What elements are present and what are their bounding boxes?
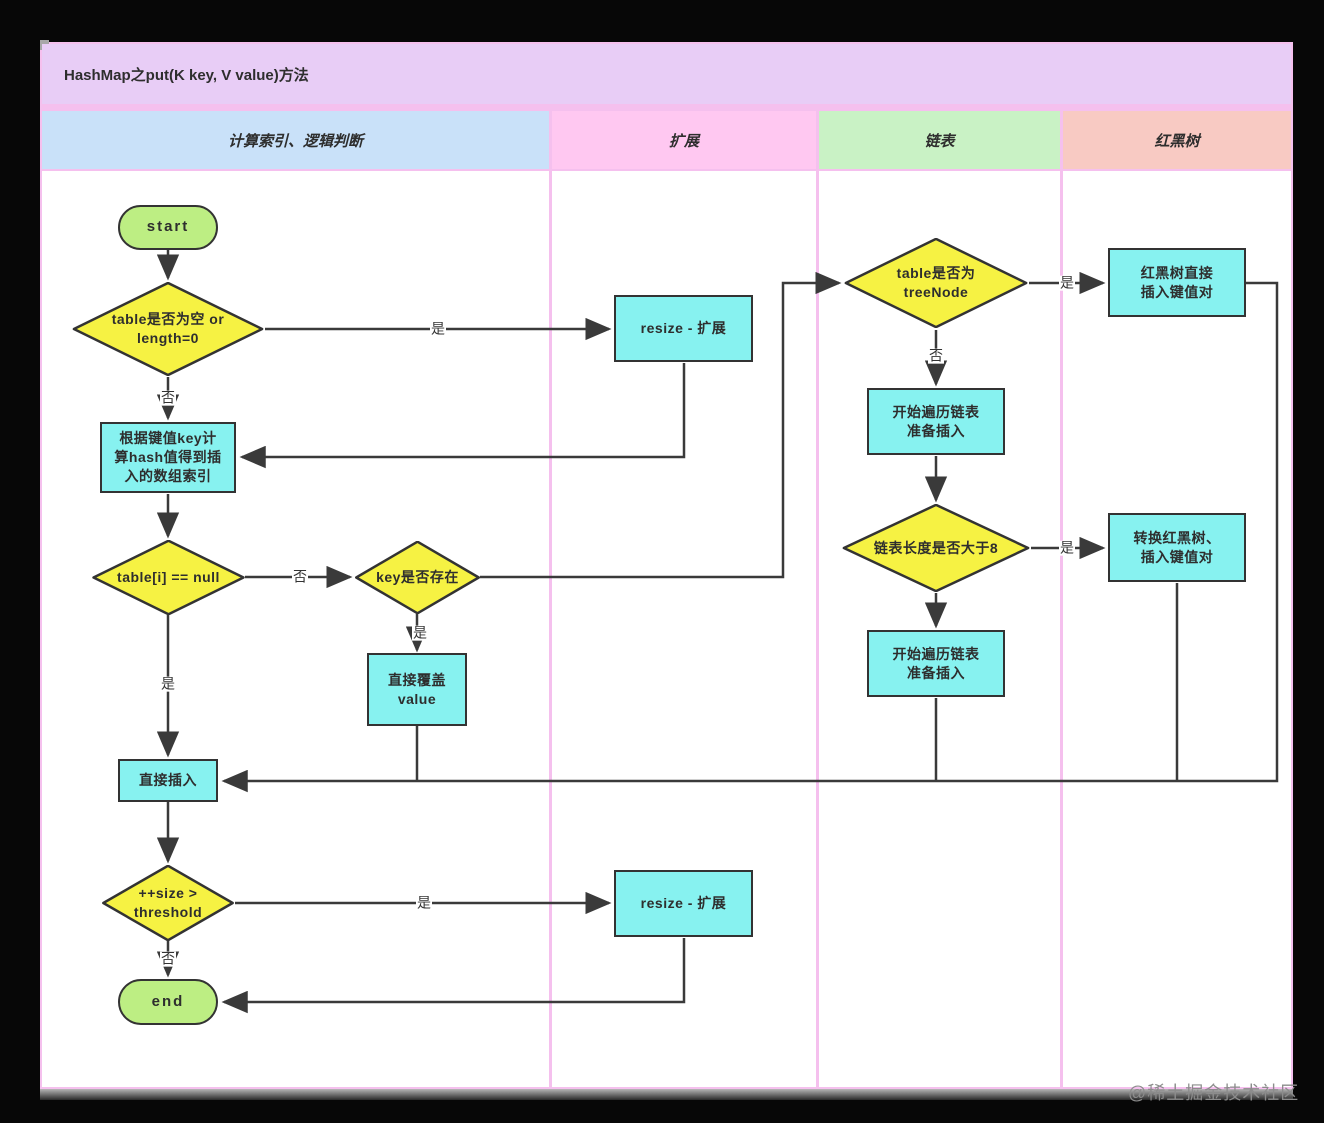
lane-header-label: 红黑树 [1154,132,1200,150]
diamond-shape [92,540,245,615]
node-check-key-exists: key是否存在 [355,541,480,614]
node-direct-insert-label: 直接插入 [139,772,197,789]
node-overwrite-value: 直接覆盖 value [367,653,467,726]
edge-label-no-null-to-keyexists: 否 [292,568,308,585]
node-resize-bottom: resize - 扩展 [614,870,753,937]
node-direct-insert: 直接插入 [118,759,218,802]
edge-label-yes-null-to-insert: 是 [160,675,176,692]
node-end: end [118,979,218,1025]
node-overwrite-value-label: 直接覆盖 value [388,671,446,707]
node-start-label: start [146,218,190,236]
lane-header-resize: 扩展 [552,111,816,169]
node-check-list-length: 链表长度是否大于8 [842,504,1030,592]
node-rbt-direct-insert: 红黑树直接 插入键值对 [1108,248,1246,317]
node-check-list-length-label: 链表长度是否大于8 [873,539,999,556]
node-traverse-list-bottom: 开始遍历链表 准备插入 [867,630,1005,697]
diagram-title: HashMap之put(K key, V value)方法 [64,66,309,84]
lane-header-label: 链表 [924,132,955,150]
edge-label-no-threshold-to-end: 否 [160,950,176,967]
node-resize-bottom-label: resize - 扩展 [640,895,727,912]
node-resize-top-label: resize - 扩展 [640,320,727,337]
edge-label-yes-keyexists-to-overwrite: 是 [412,624,428,641]
node-traverse-list-top-label: 开始遍历链表 准备插入 [892,403,980,439]
node-check-table-i-null: table[i] == null [92,540,245,615]
node-check-table-empty-label: table是否为空 or length=0 [111,311,225,346]
node-start: start [118,205,218,250]
edge-label-yes-length-to-convert: 是 [1059,539,1075,556]
lane-header-index-logic: 计算索引、逻辑判断 [42,111,549,169]
node-check-table-i-null-label: table[i] == null [117,569,220,586]
edge-label-no-empty-to-calc: 否 [160,389,176,406]
watermark: @稀土掘金技术社区 [1128,1083,1300,1103]
node-check-tree-node: table是否为 treeNode [844,238,1028,328]
node-resize-top: resize - 扩展 [614,295,753,362]
node-check-table-empty: table是否为空 or length=0 [72,282,264,376]
canvas-shadow [40,1089,1293,1100]
node-check-tree-node-label: table是否为 treeNode [896,265,976,300]
lane-header-label: 计算索引、逻辑判断 [227,132,363,150]
node-check-size-threshold-label: ++size > threshold [133,885,203,920]
node-check-key-exists-label: key是否存在 [376,569,459,586]
lane-header-red-black-tree: 红黑树 [1063,111,1291,169]
diagram-title-bar: HashMap之put(K key, V value)方法 [42,44,1291,104]
edge-label-yes-empty-to-resize: 是 [430,320,446,337]
edge-label-no-treenode-to-traverse: 否 [928,347,944,364]
node-convert-rbt-insert-label: 转换红黑树、 插入键值对 [1133,529,1221,565]
lane-header-linked-list: 链表 [819,111,1060,169]
node-calc-hash-index-label: 根据键值key计 算hash值得到插 入的数组索引 [114,430,222,484]
node-end-label: end [151,992,185,1010]
node-traverse-list-bottom-label: 开始遍历链表 准备插入 [892,645,980,681]
diamond-shape [102,865,234,941]
edge-label-yes-threshold-to-resize: 是 [416,894,432,911]
node-traverse-list-top: 开始遍历链表 准备插入 [867,388,1005,455]
node-convert-rbt-insert: 转换红黑树、 插入键值对 [1108,513,1246,582]
edge-label-yes-treenode-to-rbt: 是 [1059,274,1075,291]
lane-header-label: 扩展 [668,132,699,150]
node-rbt-direct-insert-label: 红黑树直接 插入键值对 [1140,264,1214,300]
node-calc-hash-index: 根据键值key计 算hash值得到插 入的数组索引 [100,422,236,493]
node-check-size-threshold: ++size > threshold [102,865,234,941]
